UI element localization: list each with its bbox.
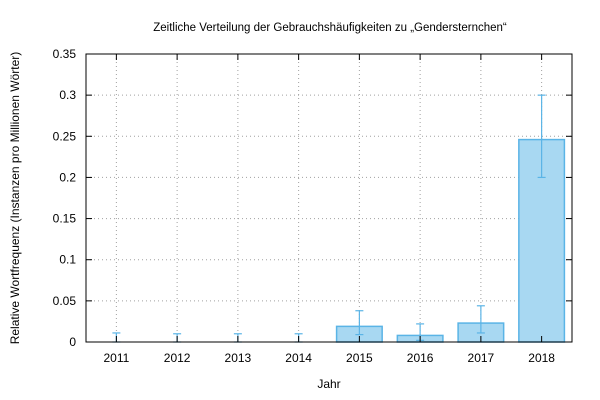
y-tick-label: 0.05 [53, 294, 77, 308]
error-bar-2018 [537, 94, 546, 179]
error-bar-2015 [355, 310, 364, 336]
y-tick-label: 0.25 [53, 129, 77, 143]
y-tick-label: 0.3 [59, 88, 76, 102]
x-tick-label: 2016 [407, 351, 434, 365]
y-tick-label: 0.15 [53, 212, 77, 226]
axis-ticks: 0 0.05 0.1 0.15 0.2 0.25 0.3 0.35 2011 2012 2013 20… [53, 47, 572, 365]
y-tick-label: 0.2 [59, 170, 76, 184]
x-axis-label: Jahr [317, 377, 340, 391]
x-tick-label: 2011 [103, 351, 129, 365]
x-tick-label: 2017 [468, 351, 495, 365]
x-tick-label: 2015 [346, 351, 373, 365]
x-tick-label: 2014 [285, 351, 312, 365]
x-tick-label: 2013 [225, 351, 252, 365]
y-tick-label: 0.1 [59, 253, 76, 267]
error-bar-2017 [476, 305, 485, 334]
x-tick-label: 2018 [528, 351, 555, 365]
bars [335, 138, 566, 343]
plot-area-frame [85, 53, 573, 343]
x-tick-label: 2012 [164, 351, 191, 365]
y-tick-label: 0.35 [53, 47, 77, 61]
grid-lines [86, 54, 572, 342]
chart-title: Zeitliche Verteilung der Gebrauchshäufig… [153, 22, 507, 34]
y-tick-label: 0 [69, 335, 76, 349]
y-axis-label: Relative Wortfrequenz (Instanzen pro Mil… [8, 52, 22, 345]
